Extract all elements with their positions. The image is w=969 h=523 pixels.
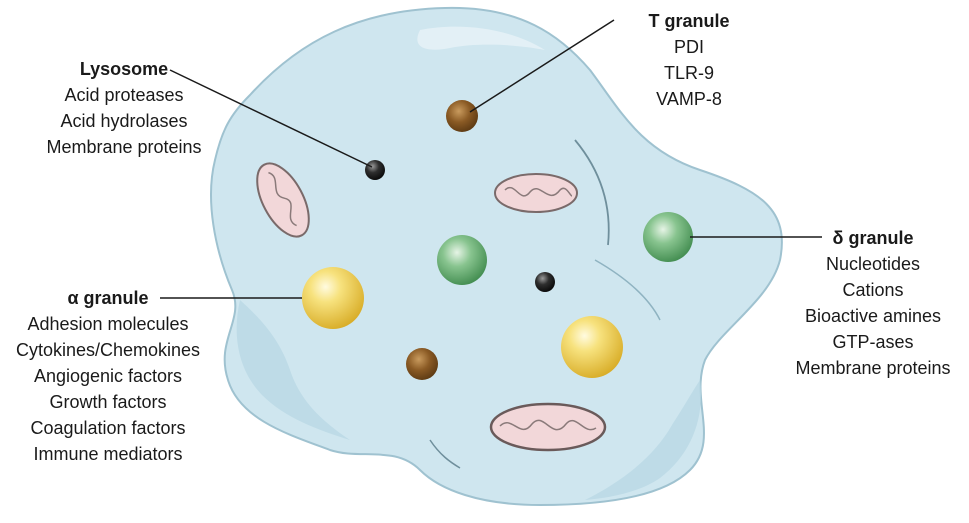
alpha-granule-organelle-2	[561, 316, 623, 378]
cell-membrane-fold	[594, 259, 661, 321]
t-granule-organelle-2	[406, 348, 438, 380]
alpha-granule-item: Growth factors	[49, 392, 167, 412]
delta-granule-organelle-2	[437, 235, 487, 285]
t-granule-leader-line	[469, 19, 615, 113]
delta-granule-item: Cations	[842, 280, 904, 300]
delta-granule-title: δ granule	[832, 228, 914, 248]
delta-granule-item: Membrane proteins	[795, 358, 951, 378]
cell-shadow-right	[585, 380, 701, 500]
cell-shadow-top	[417, 26, 545, 50]
delta-granule-item: Bioactive amines	[804, 306, 942, 326]
t-granule-title: T granule	[648, 11, 730, 31]
delta-granule-item: Nucleotides	[825, 254, 921, 274]
t-granule-item: PDI	[673, 37, 704, 57]
delta-granule-organelle	[643, 212, 693, 262]
mitochondrion-left	[256, 162, 310, 238]
alpha-granule-item: Adhesion molecules	[27, 314, 189, 334]
lysosome-item: Acid hydrolases	[60, 111, 188, 131]
cell-shadow-left	[236, 300, 350, 440]
cell-highlight-right	[574, 139, 610, 246]
lysosome-organelle-2	[535, 272, 555, 292]
t-granule-item: VAMP-8	[656, 89, 722, 109]
t-granule-label: T granule PDI TLR-9 VAMP-8	[614, 8, 764, 112]
alpha-granule-item: Cytokines/Chemokines	[15, 340, 201, 360]
alpha-granule-item: Immune mediators	[33, 444, 183, 464]
platelet-cell-body	[210, 6, 783, 507]
t-granule-item: TLR-9	[663, 63, 714, 83]
alpha-granule-label: α granule Adhesion molecules Cytokines/C…	[0, 285, 216, 467]
mitochondrion-bottom	[489, 402, 607, 452]
lysosome-label: Lysosome Acid proteases Acid hydrolases …	[18, 56, 230, 160]
alpha-granule-title: α granule	[67, 288, 149, 308]
mitochondrion-center	[494, 173, 578, 213]
delta-granule-label: δ granule Nucleotides Cations Bioactive …	[780, 225, 966, 381]
lysosome-title: Lysosome	[79, 59, 169, 79]
t-granule-organelle	[446, 100, 478, 132]
alpha-granule-item: Coagulation factors	[30, 418, 186, 438]
cell-membrane-fold-bottom	[429, 439, 461, 469]
lysosome-item: Membrane proteins	[46, 137, 202, 157]
lysosome-organelle	[365, 160, 385, 180]
lysosome-leader-line	[169, 69, 373, 168]
alpha-granule-item: Angiogenic factors	[33, 366, 183, 386]
alpha-granule-organelle	[302, 267, 364, 329]
lysosome-item: Acid proteases	[64, 85, 184, 105]
delta-granule-item: GTP-ases	[832, 332, 914, 352]
